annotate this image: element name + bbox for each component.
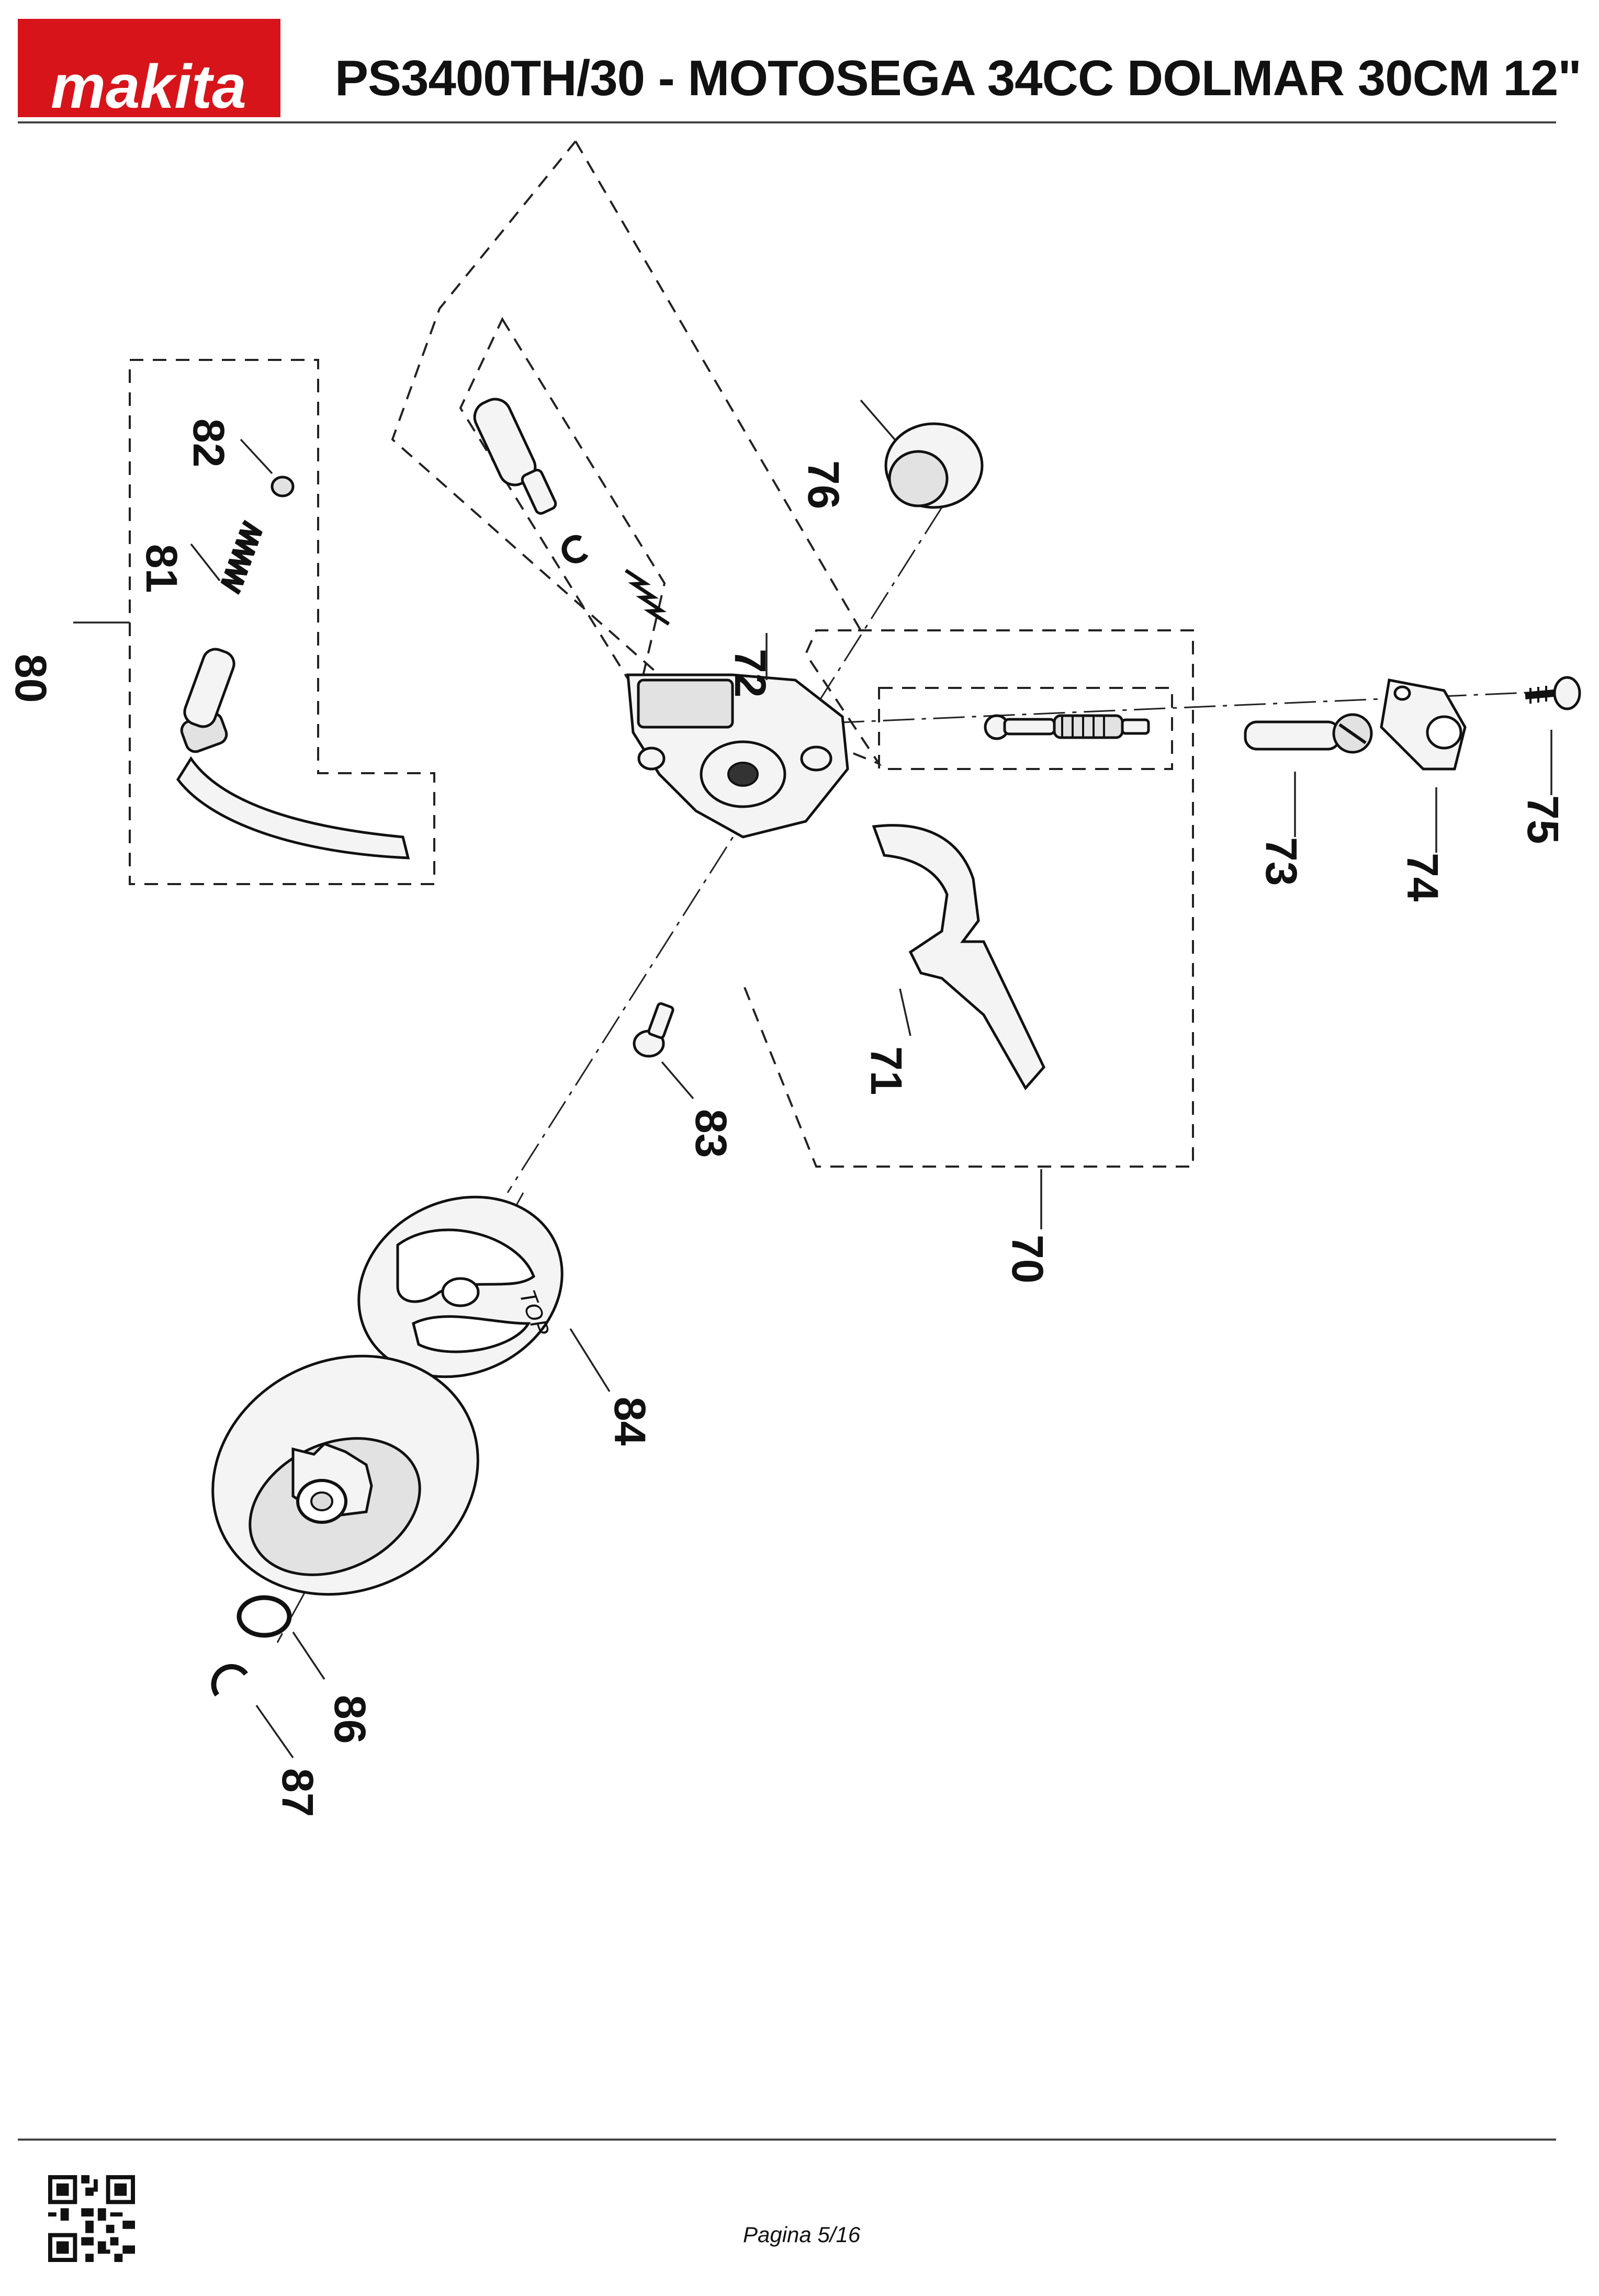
part-80-hose-assembly (176, 648, 410, 859)
callout-81: 81 (137, 544, 186, 593)
callout-76: 76 (799, 460, 848, 509)
page-header: makita PS3400TH/30 - MOTOSEGA 34CC DOLMA… (0, 0, 1599, 126)
clutch-drum (211, 1354, 479, 1596)
callout-73: 73 (1257, 837, 1306, 886)
leader-87 (255, 1704, 294, 1759)
callout-80: 80 (6, 654, 55, 703)
part-75-screw (1525, 676, 1581, 710)
group-80-outline (129, 359, 435, 885)
needle-valve (984, 714, 1150, 740)
callout-87: 87 (273, 1768, 322, 1817)
axis-horizontal (732, 689, 1575, 728)
footer-divider (18, 2139, 1556, 2141)
part-84-clutch: TOP (357, 1195, 564, 1378)
callout-71: 71 (862, 1046, 911, 1095)
callout-84: 84 (605, 1397, 655, 1446)
part-76-roller (884, 422, 984, 509)
part-86-washer (237, 1595, 292, 1638)
part-83-screw (633, 1002, 674, 1058)
part-74-plate (1380, 678, 1467, 771)
page-number: Pagina 5/16 (743, 2222, 861, 2247)
svg-text:makita: makita (51, 52, 246, 117)
oil-pump-body (626, 673, 849, 839)
exploded-parts-diagram: TOP 76 72 82 81 80 73 74 75 71 83 70 84 … (6, 140, 1581, 1817)
axis-main (506, 507, 943, 1193)
callout-82: 82 (184, 419, 233, 467)
makita-logo: makita (18, 19, 280, 117)
part-87-eclip (211, 1664, 249, 1696)
group-70-outline (742, 629, 1194, 1168)
callout-83: 83 (686, 1109, 736, 1158)
leader-86 (292, 1632, 325, 1680)
part-81-spring (220, 519, 263, 595)
qr-code (48, 2175, 135, 2262)
callout-70: 70 (1003, 1235, 1052, 1283)
leader-83 (661, 1061, 694, 1100)
part-73-pin (1244, 713, 1373, 754)
callout-75: 75 (1518, 795, 1568, 844)
needle-box (878, 687, 1173, 770)
leader-81 (190, 543, 221, 582)
callout-74: 74 (1398, 853, 1447, 902)
pump-piston (473, 398, 670, 626)
leader-71 (899, 988, 911, 1036)
group-72-inner-outline (459, 316, 666, 699)
header-divider (18, 121, 1556, 123)
leader-84 (569, 1328, 611, 1392)
part-71-hose (872, 824, 1045, 1091)
group-72-outline (391, 140, 882, 766)
part-82-cap (271, 476, 295, 497)
leader-76 (860, 399, 896, 440)
leader-82 (240, 438, 273, 474)
callout-72: 72 (726, 649, 775, 697)
callout-86: 86 (325, 1695, 375, 1744)
page-title: PS3400TH/30 - MOTOSEGA 34CC DOLMAR 30CM … (335, 50, 1582, 106)
